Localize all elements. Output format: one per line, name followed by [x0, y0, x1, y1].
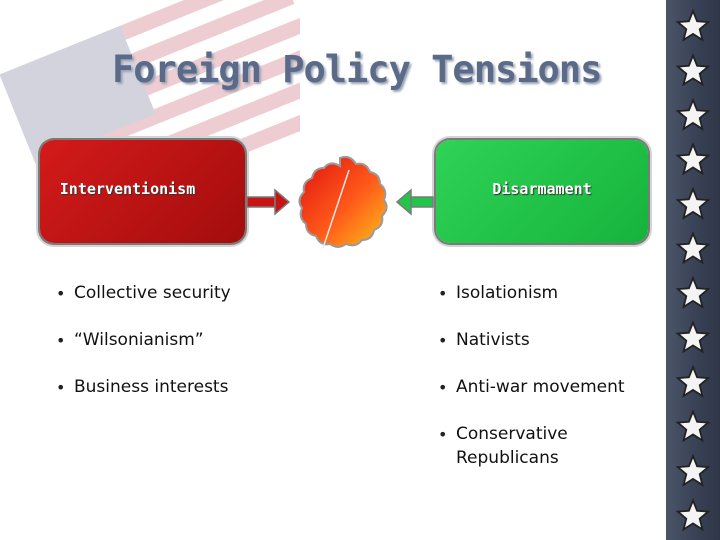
star-icon	[675, 409, 711, 443]
interventionism-label: Interventionism	[59, 180, 196, 198]
list-item: •Business interests	[54, 375, 231, 399]
disarmament-label: Disarmament	[492, 180, 592, 198]
star-icon	[675, 53, 711, 87]
red-arrow-icon	[246, 188, 291, 216]
star-icon	[675, 453, 711, 487]
disarmament-list: •Isolationism •Nativists •Anti-war movem…	[436, 281, 625, 493]
bullet-icon: •	[438, 331, 448, 350]
star-icon	[675, 364, 711, 398]
list-item: •Collective security	[54, 281, 231, 305]
list-item: •Anti-war movement	[436, 375, 625, 399]
tension-diagram	[246, 155, 434, 249]
conflict-burst-icon	[298, 155, 388, 249]
bullet-icon: •	[56, 331, 66, 350]
page-title: Foreign Policy Tensions	[112, 48, 602, 91]
list-item: •Conservative Republicans	[438, 424, 568, 468]
star-border-strip	[666, 0, 720, 540]
star-icon	[675, 97, 711, 131]
bullet-icon: •	[56, 378, 66, 397]
bullet-icon: •	[438, 378, 448, 397]
list-item: •“Wilsonianism”	[54, 328, 231, 352]
star-icon	[675, 8, 711, 42]
bullet-icon: •	[56, 284, 66, 303]
disarmament-box: Disarmament	[436, 140, 648, 243]
bullet-icon: •	[438, 284, 448, 303]
star-icon	[675, 498, 711, 532]
list-item: •Nativists	[436, 328, 625, 352]
star-icon	[675, 231, 711, 265]
star-icon	[675, 142, 711, 176]
star-icon	[675, 275, 711, 309]
star-icon	[675, 320, 711, 354]
green-arrow-icon	[395, 188, 434, 216]
interventionism-list: •Collective security •“Wilsonianism” •Bu…	[54, 281, 231, 422]
bullet-icon: •	[438, 425, 448, 444]
list-item: •Isolationism	[436, 281, 625, 305]
star-column-icon	[675, 8, 711, 532]
star-icon	[675, 186, 711, 220]
interventionism-box: Interventionism	[40, 140, 245, 243]
